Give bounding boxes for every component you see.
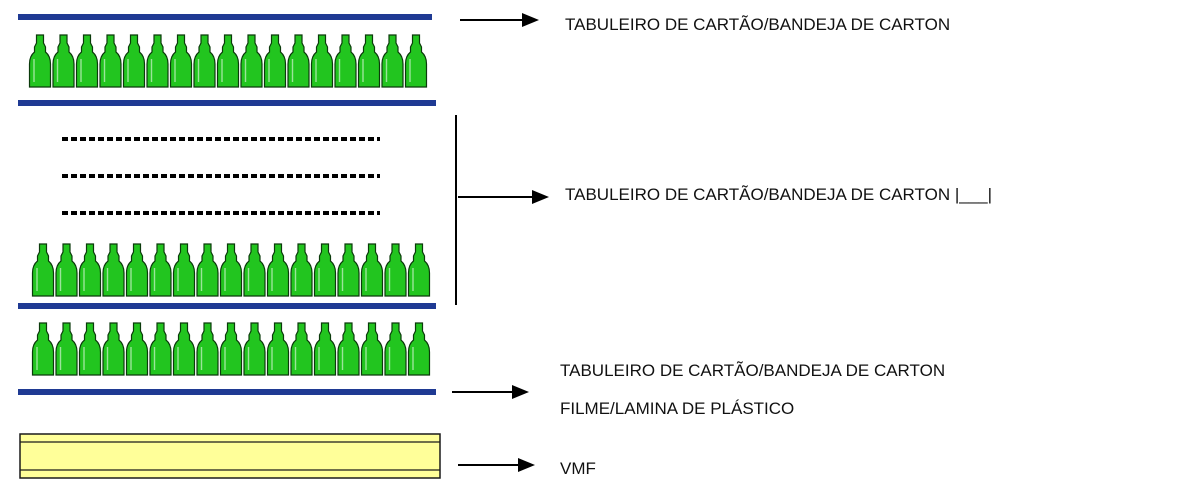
row-3-bottle: [384, 322, 407, 376]
label-top-tray: TABULEIRO DE CARTÃO/BANDEJA DE CARTON: [565, 15, 951, 34]
row-1-bottle: [240, 34, 263, 88]
row-1-bottle: [99, 34, 122, 88]
row-1-bottle: [310, 34, 334, 88]
pallet-base: [19, 433, 441, 479]
row-1-bottle: [169, 34, 193, 88]
row-1-bottle: [146, 34, 169, 88]
row-2-bottle: [102, 243, 125, 297]
row-2-bottle: [196, 243, 219, 297]
row-1-bottle: [28, 34, 52, 88]
row-3-bottle: [337, 322, 360, 376]
row-1-bottle: [122, 34, 146, 88]
row-3-bottle: [78, 322, 102, 376]
row-3-bottle: [290, 322, 313, 376]
row-1-bottle: [381, 34, 404, 88]
label-pallet: VMF: [560, 459, 596, 478]
bottle-row-1: [28, 34, 428, 88]
row-1-bottle: [263, 34, 287, 88]
row-2-bottle: [125, 243, 149, 297]
row-2-bottle: [266, 243, 290, 297]
row-3-bottle: [196, 322, 219, 376]
row-1-bottle: [404, 34, 428, 88]
arrow-pallet: [458, 458, 535, 472]
row-3-bottle: [243, 322, 266, 376]
row-2-bottle: [31, 243, 55, 297]
row-3-bottle: [266, 322, 290, 376]
row-2-bottle: [360, 243, 384, 297]
row-3-bottle: [172, 322, 196, 376]
bottle-row-2: [31, 243, 431, 297]
label-film: FILME/LAMINA DE PLÁSTICO: [560, 399, 795, 418]
label-middle-tray: TABULEIRO DE CARTÃO/BANDEJA DE CARTON |_…: [565, 185, 993, 204]
row-2-bottle: [407, 243, 431, 297]
row-3-bottle: [313, 322, 337, 376]
row-2-bottle: [384, 243, 407, 297]
arrow-top: [460, 13, 539, 27]
row-3-bottle: [360, 322, 384, 376]
row-2-bottle: [290, 243, 313, 297]
label-bottom-tray: TABULEIRO DE CARTÃO/BANDEJA DE CARTON: [560, 361, 946, 380]
row-1-bottle: [75, 34, 99, 88]
row-1-bottle: [357, 34, 381, 88]
row-3-bottle: [407, 322, 431, 376]
row-3-bottle: [149, 322, 172, 376]
row-3-bottle: [31, 322, 55, 376]
row-1-bottle: [334, 34, 357, 88]
row-1-bottle: [52, 34, 75, 88]
arrow-middle: [458, 190, 549, 204]
row-3-bottle: [102, 322, 125, 376]
row-1-bottle: [193, 34, 216, 88]
row-2-bottle: [243, 243, 266, 297]
row-2-bottle: [78, 243, 102, 297]
row-1-bottle: [287, 34, 310, 88]
arrow-bottom: [452, 385, 529, 399]
row-2-bottle: [337, 243, 360, 297]
bottle-row-3: [31, 322, 431, 376]
row-2-bottle: [149, 243, 172, 297]
row-3-bottle: [219, 322, 243, 376]
row-2-bottle: [219, 243, 243, 297]
tray-top-lower: [18, 100, 436, 106]
tray-top: [18, 14, 432, 20]
row-3-bottle: [55, 322, 78, 376]
row-2-bottle: [55, 243, 78, 297]
tray-middle: [18, 303, 436, 309]
row-3-bottle: [125, 322, 149, 376]
row-2-bottle: [313, 243, 337, 297]
row-1-bottle: [216, 34, 240, 88]
tray-bottom: [18, 389, 436, 395]
row-2-bottle: [172, 243, 196, 297]
